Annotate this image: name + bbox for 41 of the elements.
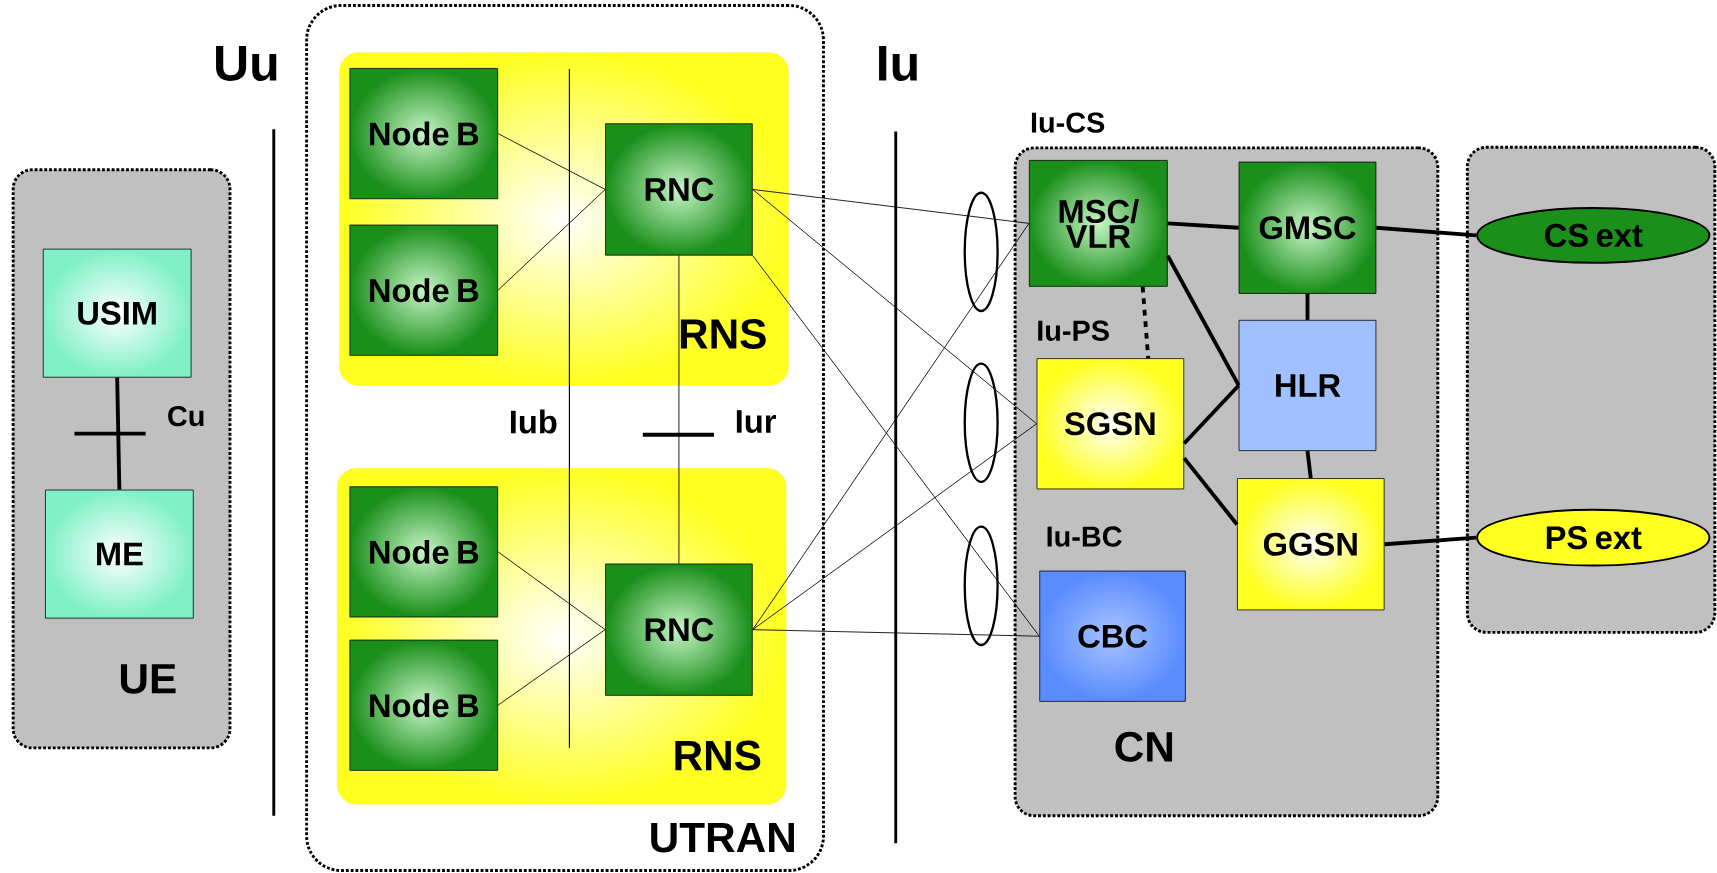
interface-label: Iu — [879, 46, 917, 82]
connector-line — [1376, 225, 1477, 238]
connector-line — [752, 629, 1040, 637]
connector-line — [678, 255, 680, 565]
connector-line — [1166, 254, 1241, 387]
connector-line — [1140, 286, 1151, 359]
node-box: Node B — [349, 486, 499, 618]
module-box: USIM — [42, 248, 192, 378]
connector-line — [1167, 221, 1239, 230]
interface-label: Iu-BC — [1047, 526, 1122, 547]
node-box: CBC — [1039, 570, 1186, 702]
connector-line — [497, 551, 606, 631]
interface-label: Iu-PS — [1038, 320, 1109, 342]
connector-line — [1384, 535, 1477, 547]
connector-line — [752, 189, 1038, 425]
connector-line — [497, 189, 606, 291]
connector-line — [497, 133, 606, 190]
node-box: HLR — [1238, 320, 1377, 452]
connector-line — [752, 189, 1030, 224]
node-box: Node B — [349, 68, 499, 200]
interface-label: Uu — [216, 46, 277, 82]
node-box: GMSC — [1238, 161, 1377, 294]
node-box: Node B — [349, 224, 499, 356]
module-box: ME — [45, 489, 194, 619]
connector-line — [1182, 384, 1241, 445]
connector-line — [1305, 450, 1313, 479]
node-box: MSC/ VLR — [1028, 160, 1168, 287]
node-box: Node B — [349, 639, 499, 771]
connector-line — [115, 377, 122, 490]
connector-line — [1305, 294, 1310, 321]
interface-label: Iu-CS — [1031, 112, 1105, 133]
connector-line — [497, 629, 606, 706]
interface-label: Cu — [168, 406, 204, 427]
interface-label: Iub — [510, 409, 557, 434]
connector-line — [1182, 457, 1239, 526]
connector-line — [752, 423, 1038, 631]
node-box: RNC — [605, 123, 753, 256]
node-box: GGSN — [1237, 478, 1385, 611]
interface-label: Iur — [736, 410, 776, 434]
node-box: RNC — [605, 563, 753, 696]
node-box: SGSN — [1036, 358, 1185, 490]
